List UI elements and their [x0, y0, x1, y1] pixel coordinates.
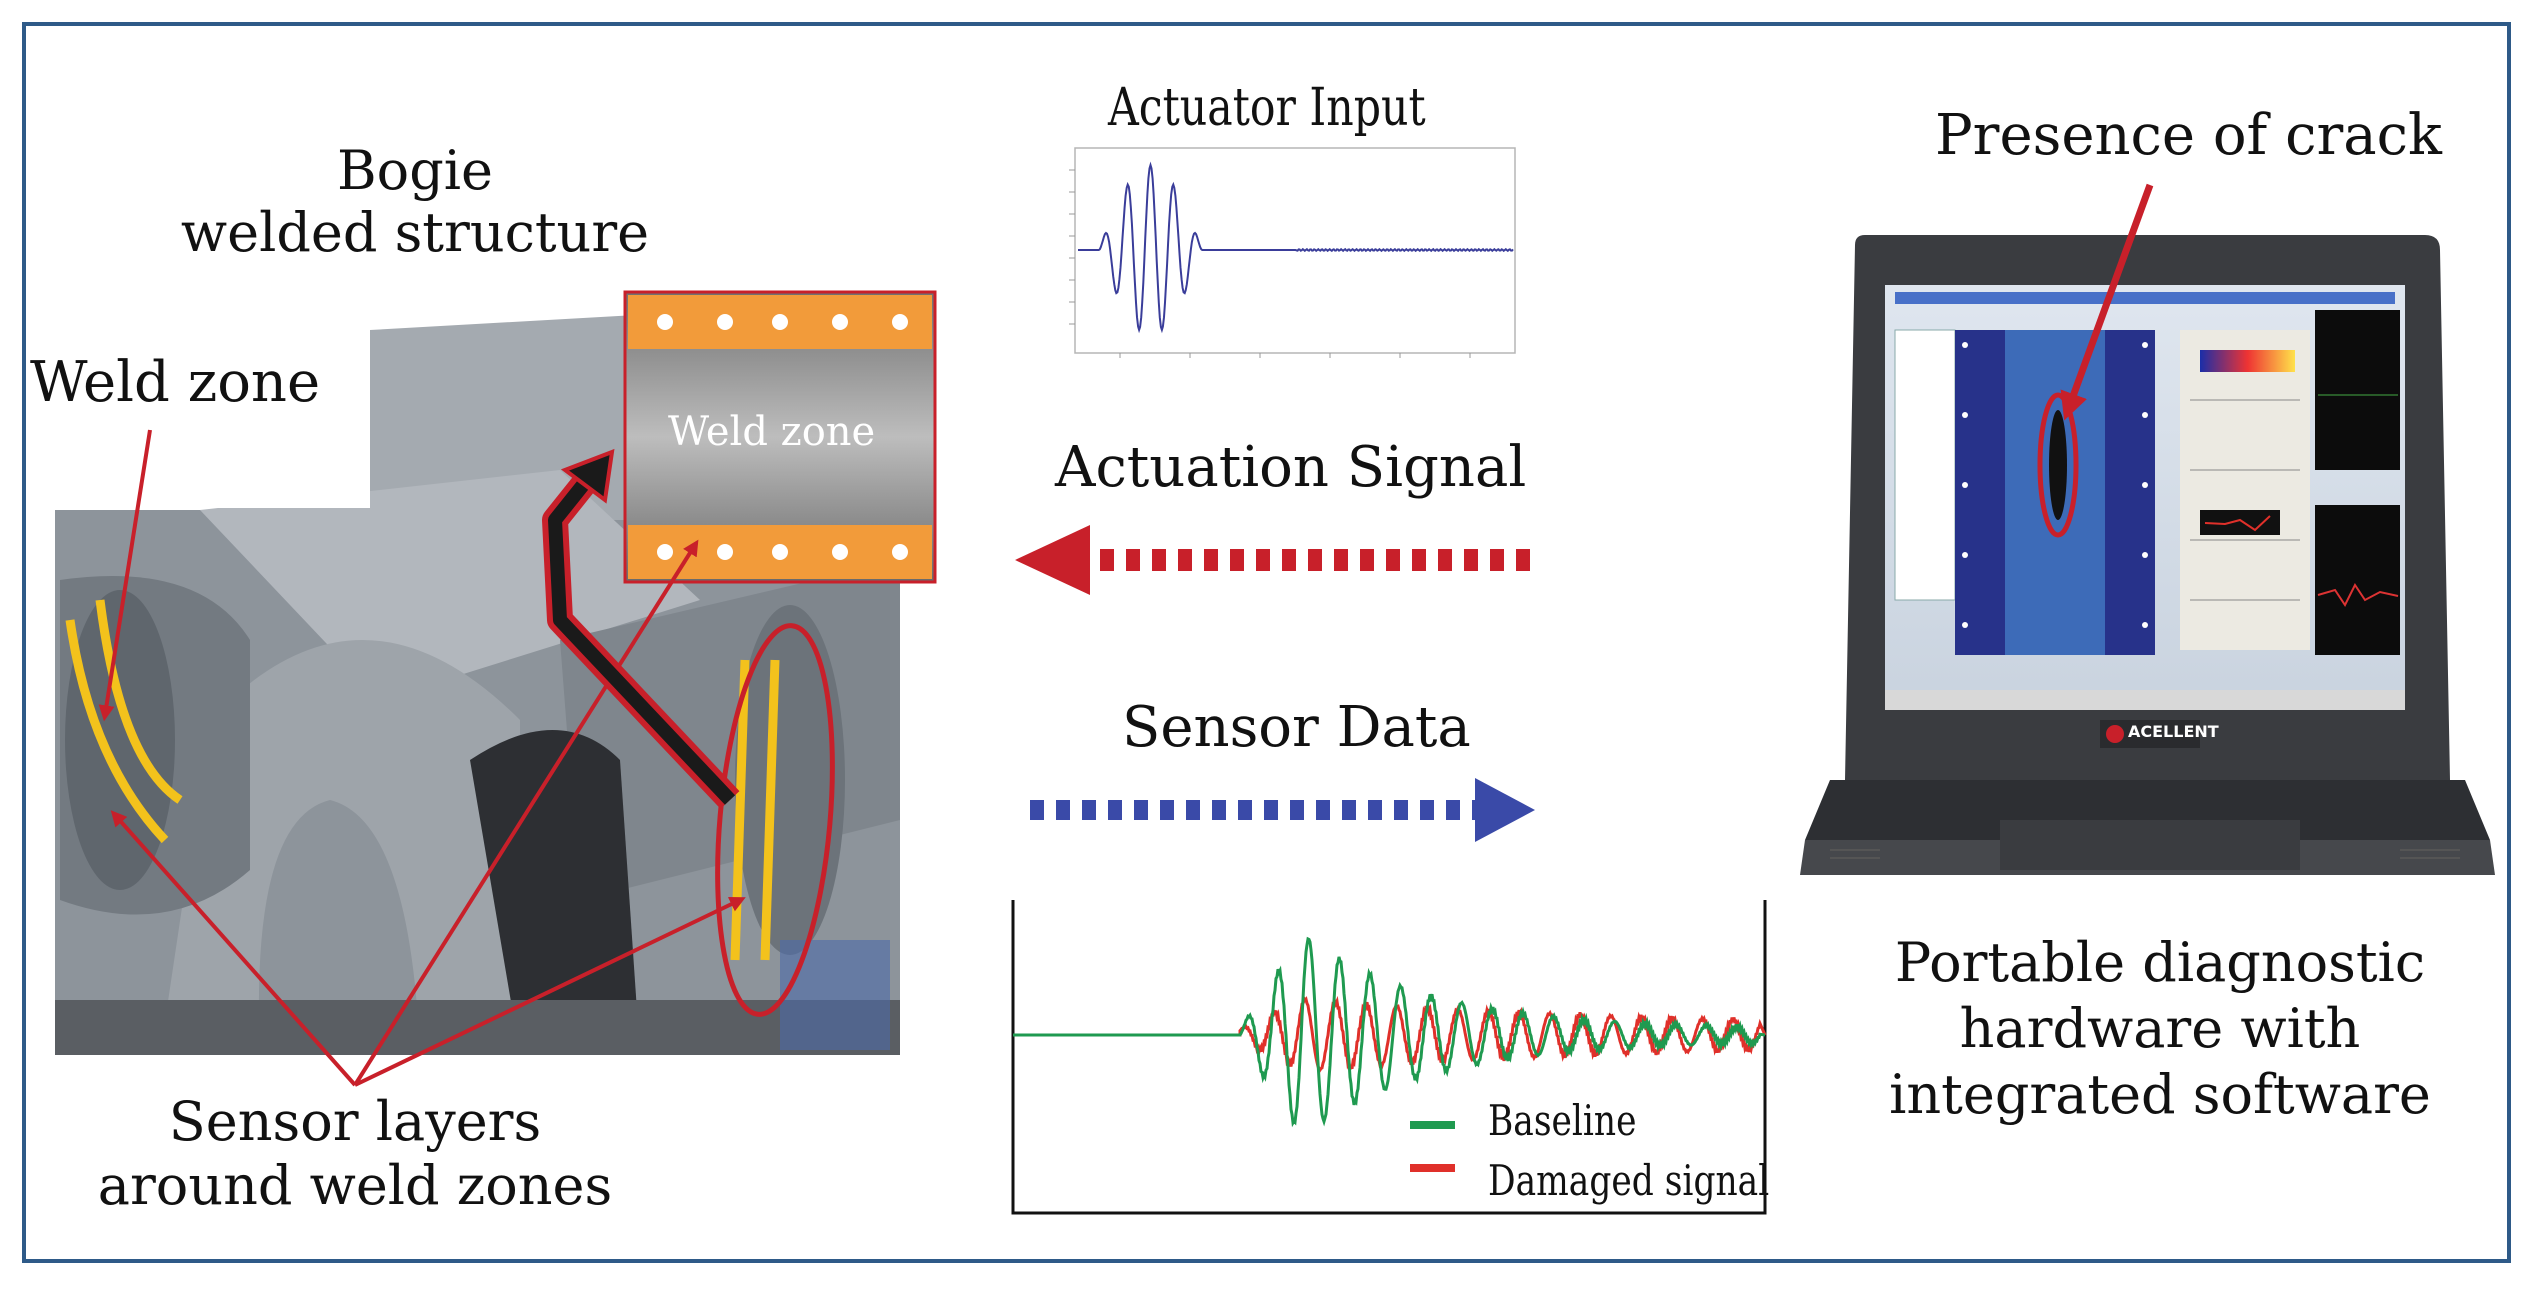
bogie-title-line1: Bogie [337, 139, 493, 202]
legend-baseline-label: Baseline [1488, 1096, 1637, 1145]
bogie-annotation-arrows [98, 429, 746, 1087]
sensor-layers-line2: around weld zones [97, 1154, 613, 1217]
weld-zone-inset [623, 290, 937, 584]
weld-zone-label: Weld zone [30, 350, 321, 415]
actuation-signal-label: Actuation Signal [1055, 435, 1527, 500]
actuator-input-plot [1069, 147, 1516, 358]
presence-of-crack-label: Presence of crack [1935, 103, 2442, 168]
bogie-title-line2: welded structure [180, 201, 650, 264]
bogie-title: Bogie welded structure [160, 140, 670, 264]
baseline-waveform [1013, 936, 1766, 1128]
portable-hardware-label: Portable diagnostic hardware with integr… [1840, 930, 2480, 1128]
dashed-right-arrow-icon [1030, 778, 1535, 842]
crack-pointer-arrow [2060, 183, 2154, 421]
weld-zone-inset-label: Weld zone [668, 409, 876, 455]
actuator-input-title: Actuator Input [1108, 78, 1426, 138]
portable-line2: hardware with [1959, 997, 2361, 1060]
laptop-brand-label: ACELLENT [2128, 722, 2219, 741]
sensor-data-plot [1011, 900, 1767, 1215]
portable-line1: Portable diagnostic [1894, 931, 2426, 994]
legend-damaged-label: Damaged signal [1488, 1156, 1770, 1205]
actuator-waveform [1078, 161, 1514, 334]
portable-line3: integrated software [1889, 1063, 2431, 1126]
laptop-icon [1800, 235, 2495, 875]
dashed-left-arrow-icon [1015, 525, 1530, 595]
sensor-layers-line1: Sensor layers [168, 1090, 542, 1153]
damaged-waveform [1013, 994, 1767, 1073]
sensor-layers-label: Sensor layers around weld zones [40, 1090, 670, 1218]
bogie-photo [55, 300, 900, 1055]
sensor-data-label: Sensor Data [1122, 695, 1471, 760]
